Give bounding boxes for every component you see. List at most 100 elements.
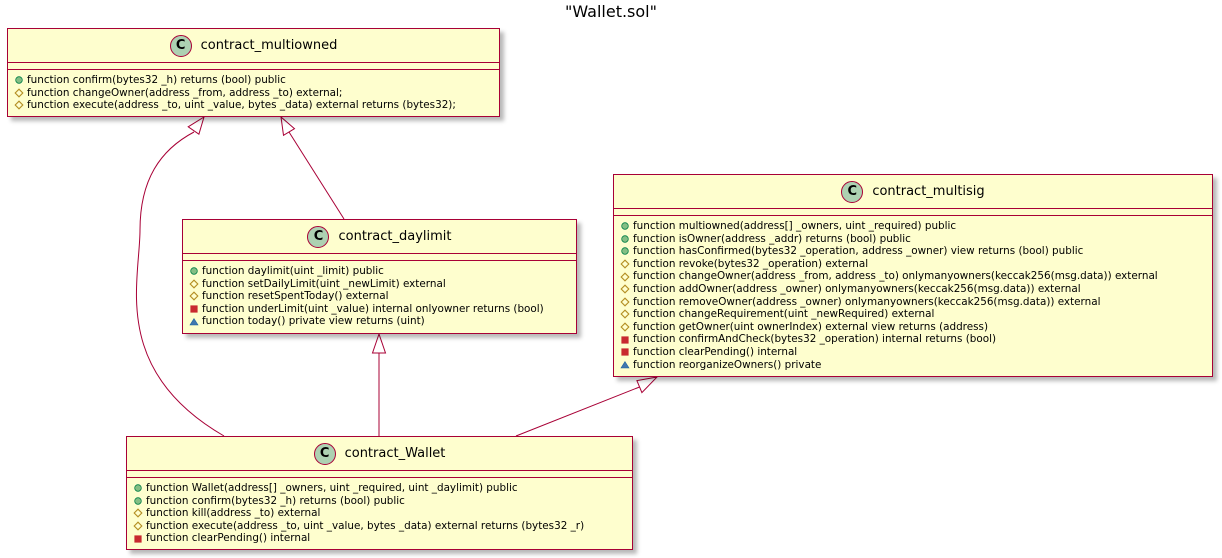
method-row: function clearPending() internal — [620, 346, 1212, 359]
method-signature: function hasConfirmed(bytes32 _operation… — [633, 245, 1084, 258]
public-visibility-icon — [134, 497, 142, 505]
protected-visibility-icon — [133, 508, 143, 519]
class-name: contract_multiowned — [200, 38, 338, 53]
protected-visibility-icon — [14, 100, 24, 111]
method-signature: function reorganizeOwners() private — [633, 358, 822, 371]
method-row: function changeOwner(address _from, addr… — [620, 270, 1212, 283]
methods-compartment: function confirm(bytes32 _h) returns (bo… — [8, 70, 499, 114]
class-header: C contract_multiowned — [8, 29, 499, 63]
method-row: function execute(address _to, uint _valu… — [133, 520, 632, 533]
method-row: function isOwner(address _addr) returns … — [620, 233, 1212, 246]
protected-visibility-icon — [189, 291, 199, 302]
diagram-title: "Wallet.sol" — [565, 2, 657, 21]
method-signature: function clearPending() internal — [146, 532, 311, 545]
class-contract-multisig: C contract_multisig function multiowned(… — [613, 174, 1213, 377]
method-signature: function Wallet(address[] _owners, uint … — [146, 482, 518, 494]
method-row: function addOwner(address _owner) onlyma… — [620, 283, 1212, 296]
inheritance-arrowhead — [636, 376, 659, 394]
method-row: function clearPending() internal — [133, 532, 632, 545]
method-row: function multiowned(address[] _owners, u… — [620, 220, 1212, 233]
class-name: contract_daylimit — [338, 229, 452, 244]
method-signature: function confirm(bytes32 _h) returns (bo… — [27, 74, 286, 86]
method-signature: function addOwner(address _owner) onlyma… — [633, 282, 1081, 295]
method-signature: function getOwner(uint ownerIndex) exter… — [633, 320, 988, 333]
method-row: function today() private view returns (u… — [189, 315, 576, 328]
method-row: function revoke(bytes32 _operation) exte… — [620, 258, 1212, 271]
private-visibility-icon — [190, 305, 198, 313]
method-row: function reorganizeOwners() private — [620, 359, 1212, 372]
methods-compartment: function Wallet(address[] _owners, uint … — [127, 478, 632, 547]
method-row: function confirm(bytes32 _h) returns (bo… — [14, 74, 499, 87]
method-row: function execute(address _to, uint _valu… — [14, 99, 499, 112]
class-header: C contract_multisig — [614, 175, 1212, 209]
class-name: contract_multisig — [872, 184, 985, 199]
method-signature: function daylimit(uint _limit) public — [202, 265, 384, 277]
attributes-compartment — [183, 254, 576, 261]
inheritance-arrowhead — [280, 115, 296, 137]
method-row: function daylimit(uint _limit) public — [189, 265, 576, 278]
package-visibility-icon — [189, 317, 199, 325]
method-row: function removeOwner(address _owner) onl… — [620, 296, 1212, 309]
method-row: function resetSpentToday() external — [189, 290, 576, 303]
public-visibility-icon — [15, 76, 23, 84]
private-visibility-icon — [621, 336, 629, 344]
method-signature: function clearPending() internal — [633, 345, 798, 358]
method-row: function changeOwner(address _from, addr… — [14, 87, 499, 100]
method-signature: function multiowned(address[] _owners, u… — [633, 220, 957, 232]
public-visibility-icon — [621, 222, 629, 230]
attributes-compartment — [614, 209, 1212, 216]
method-row: function Wallet(address[] _owners, uint … — [133, 482, 632, 495]
protected-visibility-icon — [620, 322, 630, 332]
public-visibility-icon — [621, 235, 629, 243]
method-row: function underLimit(uint _value) interna… — [189, 303, 576, 316]
edge-daylimit-multiowned — [288, 131, 345, 220]
method-signature: function changeOwner(address _from, addr… — [27, 86, 343, 99]
method-row: function confirm(bytes32 _h) returns (bo… — [133, 495, 632, 508]
class-c-icon: C — [307, 225, 330, 248]
method-row: function confirmAndCheck(bytes32 _operat… — [620, 333, 1212, 346]
method-row: function setDailyLimit(uint _newLimit) e… — [189, 278, 576, 291]
protected-visibility-icon — [620, 259, 630, 269]
protected-visibility-icon — [14, 88, 24, 98]
class-name: contract_Wallet — [344, 446, 446, 461]
method-signature: function execute(address _to, uint _valu… — [146, 519, 585, 532]
class-c-icon: C — [313, 442, 336, 465]
edge-wallet-multiowned — [135, 131, 225, 437]
method-signature: function underLimit(uint _value) interna… — [202, 302, 544, 315]
class-header: C contract_daylimit — [183, 220, 576, 254]
method-signature: function setDailyLimit(uint _newLimit) e… — [202, 277, 446, 290]
class-contract-wallet: C contract_Wallet function Wallet(addres… — [126, 436, 633, 550]
method-signature: function execute(address _to, uint _valu… — [27, 99, 456, 112]
method-signature: function confirm(bytes32 _h) returns (bo… — [146, 494, 405, 507]
methods-compartment: function multiowned(address[] _owners, u… — [614, 216, 1212, 373]
method-signature: function confirmAndCheck(bytes32 _operat… — [633, 333, 997, 346]
method-signature: function revoke(bytes32 _operation) exte… — [633, 257, 869, 270]
method-row: function kill(address _to) external — [133, 507, 632, 520]
method-signature: function removeOwner(address _owner) onl… — [633, 295, 1101, 308]
method-signature: function resetSpentToday() external — [202, 290, 389, 303]
protected-visibility-icon — [133, 521, 143, 531]
protected-visibility-icon — [189, 279, 199, 289]
public-visibility-icon — [134, 484, 142, 492]
package-visibility-icon — [620, 360, 630, 369]
method-signature: function changeRequirement(uint _newRequ… — [633, 308, 935, 321]
method-row: function hasConfirmed(bytes32 _operation… — [620, 245, 1212, 258]
method-signature: function changeOwner(address _from, addr… — [633, 270, 1158, 283]
inheritance-arrowhead — [187, 115, 205, 136]
protected-visibility-icon — [620, 284, 630, 294]
private-visibility-icon — [621, 348, 629, 356]
method-row: function changeRequirement(uint _newRequ… — [620, 308, 1212, 321]
class-c-icon: C — [169, 34, 192, 57]
method-signature: function kill(address _to) external — [146, 507, 321, 520]
method-signature: function isOwner(address _addr) returns … — [633, 232, 911, 245]
private-visibility-icon — [134, 535, 142, 543]
public-visibility-icon — [190, 267, 198, 275]
attributes-compartment — [127, 471, 632, 478]
inheritance-arrowhead — [371, 332, 387, 354]
class-header: C contract_Wallet — [127, 437, 632, 471]
class-c-icon: C — [841, 180, 864, 203]
class-contract-multiowned: C contract_multiowned function confirm(b… — [7, 28, 500, 117]
public-visibility-icon — [621, 247, 629, 256]
